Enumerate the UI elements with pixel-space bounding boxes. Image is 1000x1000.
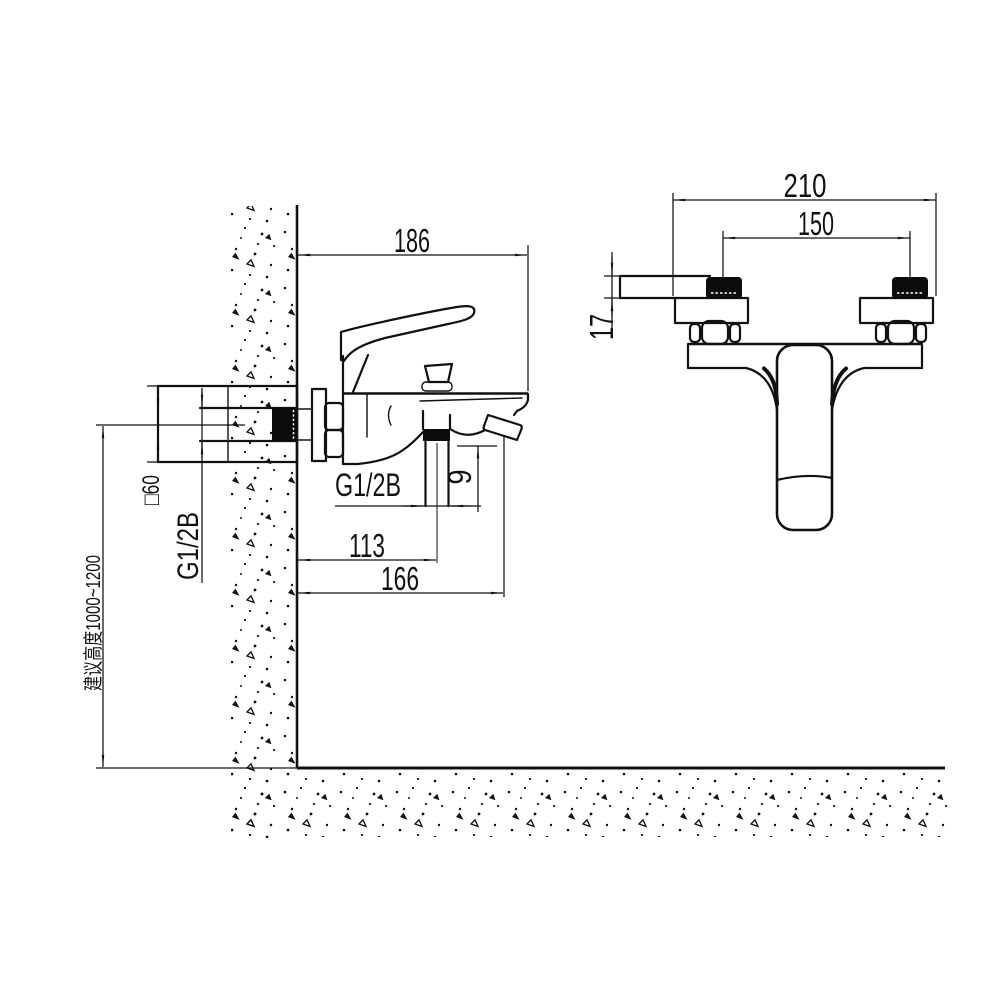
dimension-166: 166 [298,436,505,597]
dimension-113: 113 [298,527,436,564]
bolt-left [706,277,742,299]
handle-seam-line [775,474,834,482]
nut-right-center [886,319,916,346]
body-right-edge [512,392,530,417]
dim-label-9: 9 [441,470,478,485]
dim-label-box-size: □60 [138,475,165,505]
spout-top-line [419,397,523,402]
dimension-supply-thread: G1/2B [172,388,205,583]
handle-fillet-left-accent [762,366,779,406]
handle-fillet-right-accent [830,366,848,406]
body-inner-arc [387,405,392,426]
diverter-base [421,381,453,392]
outlet-seal-band [423,429,450,441]
inlet-nut-upper [323,401,345,432]
faucet-top-view [618,193,937,532]
handle-fillet-left [744,366,779,412]
bolt-right [892,277,928,299]
dimension-17: 17 [583,252,621,340]
dimension-install-height: 建议高度1000~1200 [82,426,105,767]
handle-plan [775,343,834,532]
body-underside [341,430,425,466]
wall-hatch [231,206,295,838]
handle-neck-edge [351,353,370,394]
dim-label-supply-thread: G1/2B [172,512,205,580]
diverter-knob [423,362,454,384]
nut-left-center [700,319,730,346]
spout-underside-right [448,427,487,436]
lever-handle [339,305,476,363]
mount-plate-right [858,296,935,325]
dimension-embed-box: □60 [138,385,167,505]
floor-hatch [231,771,948,837]
faucet-side-view [310,305,530,563]
spout-outlet-tip [482,413,523,442]
dim-label-17: 17 [583,314,620,340]
nut-right-ear2 [914,322,928,344]
dim-label-150: 150 [798,205,834,242]
nut-right-ear1 [874,322,888,344]
dimension-186: 186 [298,222,529,391]
mount-plate-left [673,296,750,325]
dim-label-install-height: 建议高度1000~1200 [82,555,105,691]
nut-left-ear1 [688,322,702,344]
nut-left-ear2 [728,322,742,344]
dim-label-outlet-thread: G1/2B [335,467,401,503]
dim-label-166: 166 [381,560,419,597]
floor-section [96,766,948,837]
wall-section [231,205,299,838]
dim-label-210: 210 [784,167,827,204]
dimension-210: 210 [673,167,936,204]
dimension-outlet-thread: G1/2B [335,467,481,508]
dim-label-186: 186 [394,222,430,259]
handle-fillet-right [830,366,866,412]
dimension-9: 9 [441,445,497,512]
dimension-150: 150 [723,205,910,242]
inlet-nut-lower [323,428,345,459]
dim-label-113: 113 [349,527,385,564]
